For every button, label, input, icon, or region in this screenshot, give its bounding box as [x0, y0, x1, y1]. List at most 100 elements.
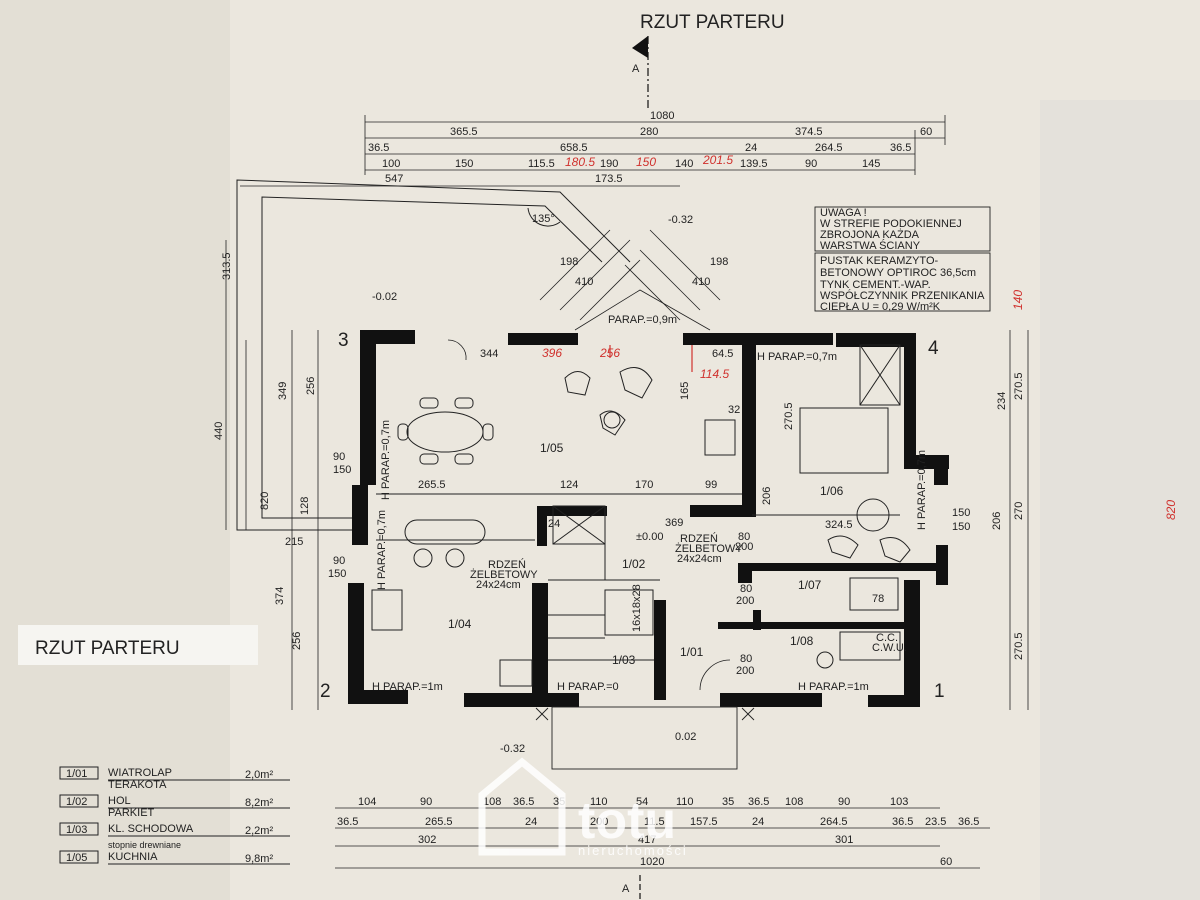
- legend-code-1: 1/01: [66, 768, 87, 780]
- parap-07-left2: H PARAP.=0,7m: [376, 510, 388, 590]
- dim-99: 99: [705, 479, 717, 491]
- bot-r2-0: 36.5: [337, 816, 358, 828]
- rdzen-1: RDZEŃ: [488, 558, 526, 571]
- parap-0: H PARAP.=0: [557, 681, 619, 693]
- corner-entrance-steps: [539, 229, 721, 331]
- bot-r1-7: 110: [676, 796, 694, 808]
- dim-165: 165: [679, 382, 691, 400]
- parap-1-left: H PARAP.=1m: [372, 681, 443, 693]
- axis-3: 3: [338, 330, 349, 351]
- dim-row3-c: 24: [745, 142, 757, 154]
- note-spec-2: BETONOWY OPTIROC 36,5cm: [820, 267, 976, 279]
- axis-4: 4: [928, 338, 939, 359]
- legend-area-1: 2,0m²: [245, 769, 273, 781]
- note-spec-4: WSPÓŁCZYNNIK PRZENIKANIA: [820, 289, 985, 302]
- bot-r2-10: 36.5: [958, 816, 979, 828]
- rdzen-b-2: ŻELBETOWY: [675, 542, 743, 555]
- legend-name-4: KUCHNIA: [108, 851, 158, 863]
- dim-row4-f: 139.5: [740, 158, 768, 170]
- step-dim-c: 198: [710, 256, 728, 268]
- section-marker-bottom: A: [622, 883, 630, 895]
- level-top: -0.32: [668, 214, 693, 226]
- dim-row5-a: 547: [385, 173, 403, 185]
- dim-row3-e: 36.5: [890, 142, 911, 154]
- legend-area-2: 8,2m²: [245, 797, 273, 809]
- dim-row4-h: 145: [862, 158, 880, 170]
- dim-80-c: 80: [738, 531, 750, 543]
- dim-170: 170: [635, 479, 653, 491]
- section-marker: A: [632, 63, 640, 75]
- note-uwaga-3: ZBROJONA KAŻDA: [820, 228, 920, 241]
- rdzen-b-3: 24x24cm: [677, 553, 722, 565]
- bot-r1-2: 108: [483, 796, 501, 808]
- dim-150-a: 150: [333, 464, 351, 476]
- dim-overall-right: 60: [920, 126, 932, 138]
- dim-206-r: 206: [991, 512, 1003, 530]
- dim-row4-e: 140: [675, 158, 693, 170]
- room-1-05: 1/05: [540, 441, 564, 455]
- dim-215: 215: [285, 536, 303, 548]
- legend-floor-2: PARKIET: [108, 807, 155, 819]
- top-dimension-lines: [240, 115, 946, 187]
- dim-206: 206: [761, 487, 773, 505]
- legend-floor-3: stopnie drewniane: [108, 840, 181, 850]
- dim-256-left-b: 256: [291, 632, 303, 650]
- note-spec-1: PUSTAK KERAMZYTO-: [820, 255, 939, 267]
- boiler-cwu: C.W.U.: [872, 642, 907, 654]
- bot-r2-8: 36.5: [892, 816, 913, 828]
- dim-150-c: 150: [952, 507, 970, 519]
- dim-64-5: 64.5: [712, 348, 733, 360]
- room-1-01: 1/01: [680, 645, 704, 659]
- room-1-08: 1/08: [790, 634, 814, 648]
- bot-r4-0: 1020: [640, 856, 664, 868]
- axis-2: 2: [320, 681, 331, 702]
- dim-349: 349: [277, 382, 289, 400]
- note-spec-5: CIEPŁA U = 0,29 W/m²K: [820, 301, 941, 313]
- watermark-brand: totu: [578, 792, 676, 850]
- parap-1-right: H PARAP.=1m: [798, 681, 869, 693]
- parap-07-left: H PARAP.=0,7m: [380, 420, 392, 500]
- dim-row2-a: 365.5: [450, 126, 478, 138]
- note-spec-3: TYNK CEMENT.-WAP.: [820, 279, 931, 291]
- terrace-dim-313: 313.5: [221, 252, 233, 280]
- bot-r1-6: 54: [636, 796, 648, 808]
- terrace-dim-440: 440: [213, 422, 225, 440]
- dim-128: 128: [299, 497, 311, 515]
- legend-floor-1: TERAKOTA: [108, 779, 167, 791]
- rdzen-2: ŻELBETOWY: [470, 568, 538, 581]
- section-arrow-icon: [632, 36, 648, 58]
- parap-07-top: H PARAP.=0,7m: [757, 351, 837, 363]
- dim-90-b: 90: [333, 555, 345, 567]
- note-uwaga-4: WARSTWA ŚCIANY: [820, 239, 921, 252]
- rdzen-3: 24x24cm: [476, 579, 521, 591]
- legend-code-4: 1/05: [66, 852, 87, 864]
- bot-r2-4: 11.5: [644, 816, 665, 828]
- parap-09: PARAP.=0,9m: [608, 314, 677, 326]
- exterior-walls: [348, 330, 949, 707]
- dim-row4-c: 115.5: [528, 158, 555, 170]
- dim-124: 124: [560, 479, 578, 491]
- dim-150-b: 150: [328, 568, 346, 580]
- bot-r3-0: 302: [418, 834, 436, 846]
- bot-r1-11: 90: [838, 796, 850, 808]
- step-dim-d: 410: [692, 276, 710, 288]
- bot-r2-7: 264.5: [820, 816, 848, 828]
- room-1-07: 1/07: [798, 578, 822, 592]
- dim-80-a: 80: [740, 583, 752, 595]
- dim-row5-b: 173.5: [595, 173, 623, 185]
- level-entry-right: 0.02: [675, 731, 696, 743]
- side-dimension-lines: [291, 330, 1029, 710]
- dim-265-5: 265.5: [418, 479, 446, 491]
- room-1-02: 1/02: [622, 557, 646, 571]
- dim-324-5: 324.5: [825, 519, 853, 531]
- legend-code-3: 1/03: [66, 824, 87, 836]
- dim-row2-c: 374.5: [795, 126, 823, 138]
- dim-row4-d: 190: [600, 158, 618, 170]
- dim-row3-b: 658.5: [560, 142, 588, 154]
- entrance-pad: [535, 706, 755, 770]
- bot-r4-1: 60: [940, 856, 952, 868]
- bot-r2-6: 24: [752, 816, 764, 828]
- room-1-04: 1/04: [448, 617, 472, 631]
